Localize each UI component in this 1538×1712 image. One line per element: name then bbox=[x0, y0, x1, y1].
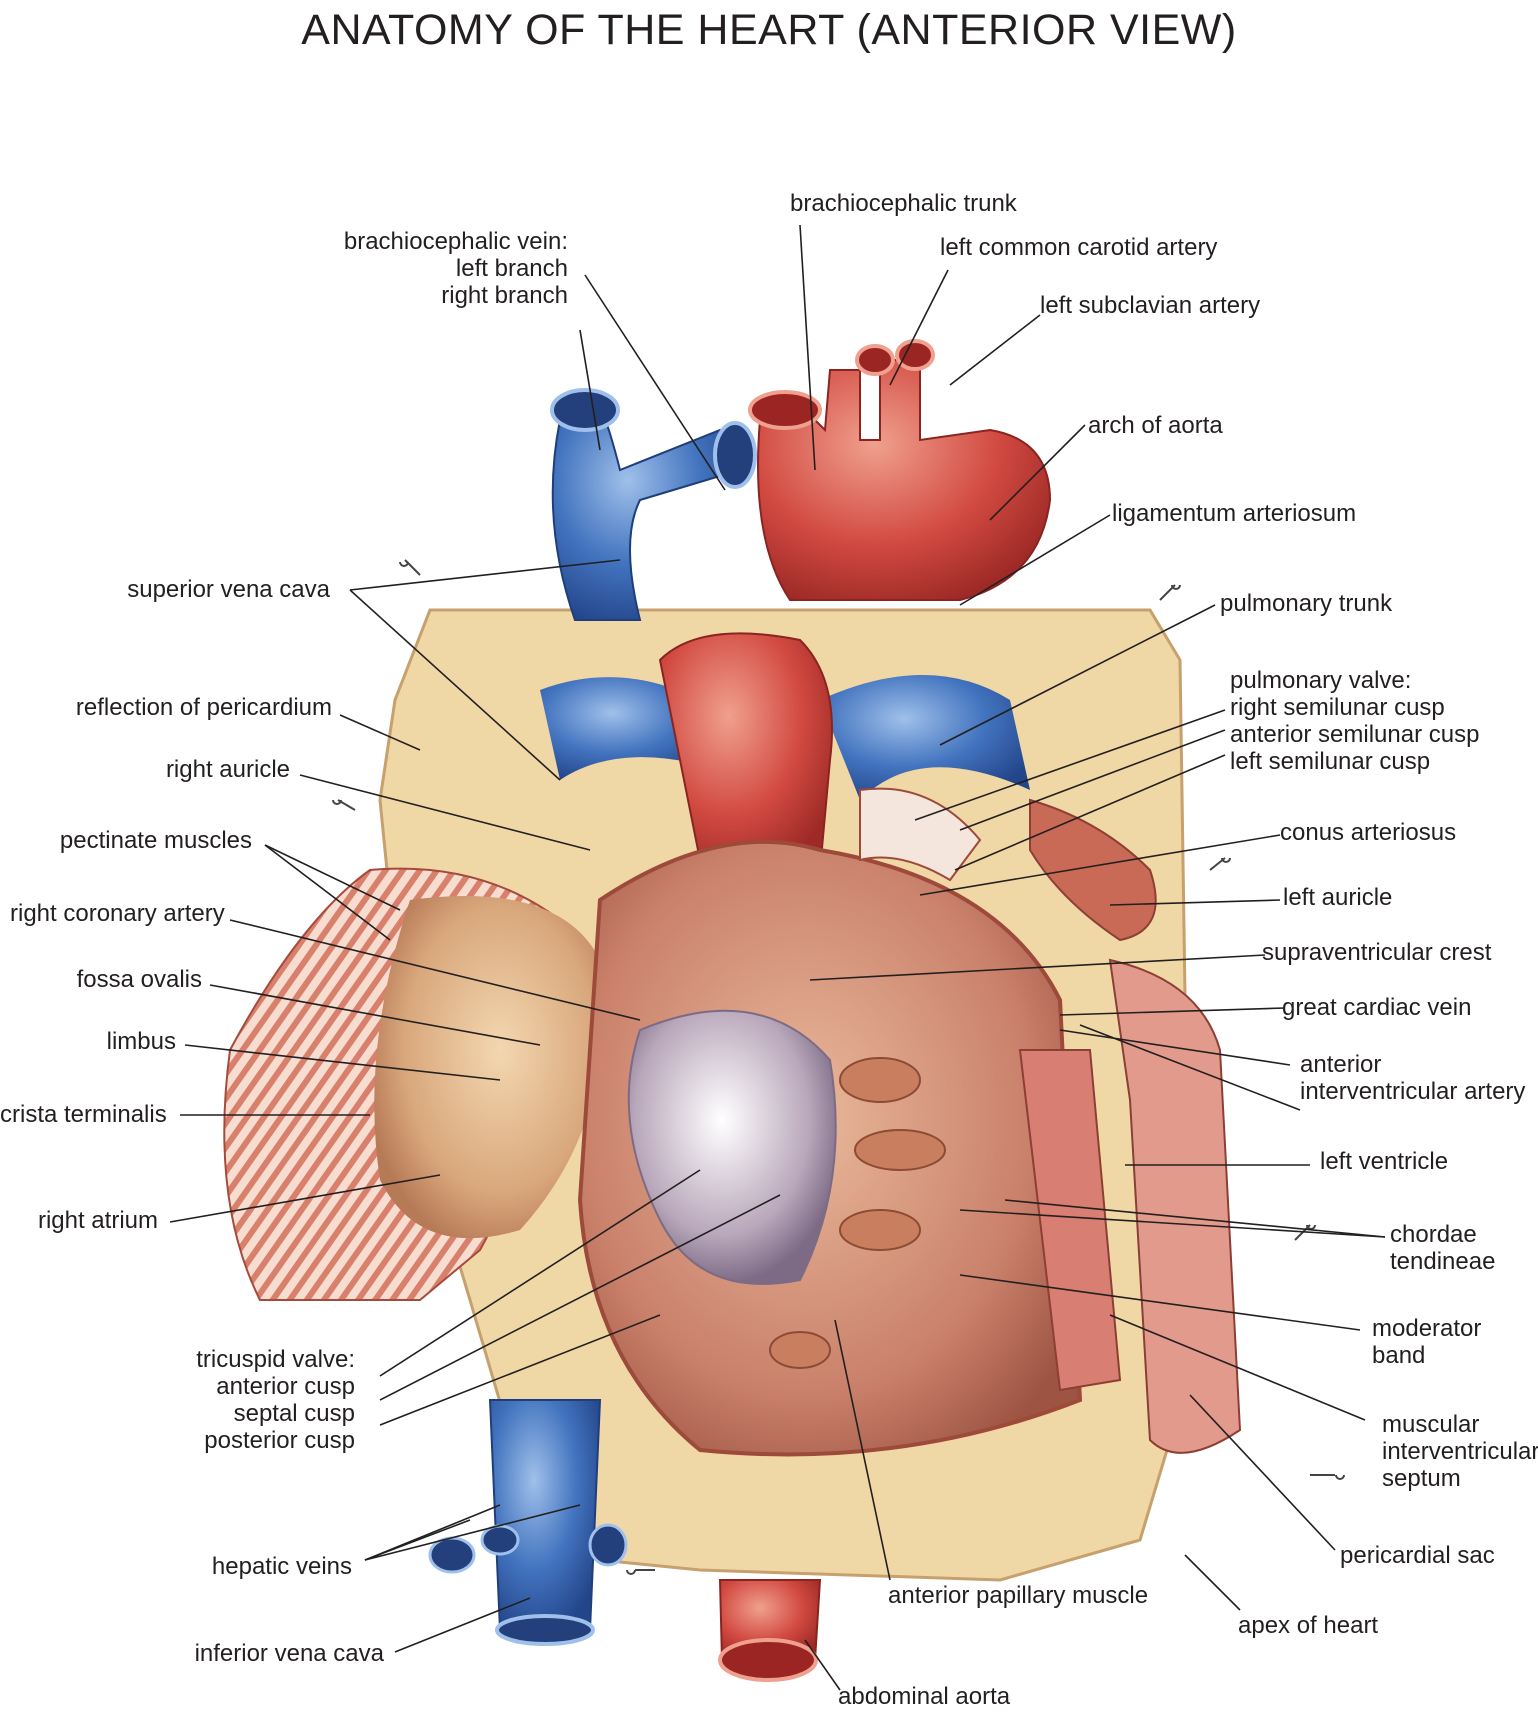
label-ligamentum-arteriosum: ligamentum arteriosum bbox=[1112, 500, 1357, 527]
label-superior-vena-cava: superior vena cava bbox=[127, 576, 330, 603]
superior-vena-cava-shape bbox=[551, 403, 742, 621]
aortic-arch-shape bbox=[757, 359, 1052, 601]
leader-lines bbox=[169, 224, 1386, 1691]
label-moderator-band: moderator band bbox=[1372, 1315, 1482, 1369]
label-great-cardiac-vein: great cardiac vein bbox=[1282, 994, 1472, 1021]
label-left-ventricle: left ventricle bbox=[1320, 1148, 1449, 1175]
label-pectinate-muscles: pectinate muscles bbox=[59, 827, 252, 854]
left-ventricle-shape bbox=[1108, 958, 1242, 1454]
label-anterior-interventricular-artery: anterior interventricular artery bbox=[1300, 1051, 1526, 1105]
label-conus-arteriosus: conus arteriosus bbox=[1280, 819, 1457, 846]
label-brachiocephalic-trunk: brachiocephalic trunk bbox=[790, 190, 1017, 217]
label-left-auricle: left auricle bbox=[1283, 884, 1393, 911]
label-chordae-tendineae: chordae tendineae bbox=[1390, 1221, 1496, 1275]
papillary-muscles bbox=[769, 1057, 946, 1369]
label-supraventricular-crest: supraventricular crest bbox=[1262, 939, 1492, 966]
label-right-coronary-artery: right coronary artery bbox=[10, 900, 225, 927]
label-apex-of-heart: apex of heart bbox=[1238, 1612, 1379, 1639]
label-pericardial-sac: pericardial sac bbox=[1340, 1542, 1495, 1569]
label-hepatic-veins: hepatic veins bbox=[211, 1553, 352, 1580]
label-muscular-interventricular-septum: muscular interventricular septum bbox=[1382, 1411, 1538, 1492]
diagram-title: ANATOMY OF THE HEART (ANTERIOR VIEW) bbox=[301, 6, 1237, 54]
label-fossa-ovalis: fossa ovalis bbox=[76, 966, 202, 993]
label-pulmonary-valve: pulmonary valve: right semilunar cusp an… bbox=[1230, 667, 1480, 775]
label-arch-of-aorta: arch of aorta bbox=[1088, 412, 1223, 439]
label-limbus: limbus bbox=[106, 1028, 176, 1055]
inferior-vena-cava-shape bbox=[488, 1399, 602, 1631]
ascending-aorta-shape bbox=[658, 632, 833, 872]
label-right-auricle: right auricle bbox=[165, 756, 290, 783]
label-crista-terminalis: crista terminalis bbox=[0, 1101, 167, 1128]
label-tricuspid-valve: tricuspid valve: anterior cusp septal cu… bbox=[196, 1346, 355, 1454]
label-brachiocephalic-vein: brachiocephalic vein: left branch right … bbox=[343, 228, 568, 309]
label-right-atrium: right atrium bbox=[37, 1207, 158, 1234]
tricuspid-valve-shape bbox=[627, 1009, 837, 1285]
pin-markers bbox=[332, 559, 1345, 1575]
label-inferior-vena-cava: inferior vena cava bbox=[194, 1640, 384, 1667]
label-abdominal-aorta: abdominal aorta bbox=[838, 1683, 1011, 1710]
label-anterior-papillary-muscle: anterior papillary muscle bbox=[888, 1582, 1149, 1609]
label-left-common-carotid-artery: left common carotid artery bbox=[940, 234, 1218, 261]
label-reflection-of-pericardium: reflection of pericardium bbox=[75, 694, 332, 721]
interventricular-septum-shape bbox=[1018, 1049, 1122, 1392]
label-pulmonary-trunk: pulmonary trunk bbox=[1220, 590, 1393, 617]
label-left-subclavian-artery: left subclavian artery bbox=[1040, 292, 1261, 319]
